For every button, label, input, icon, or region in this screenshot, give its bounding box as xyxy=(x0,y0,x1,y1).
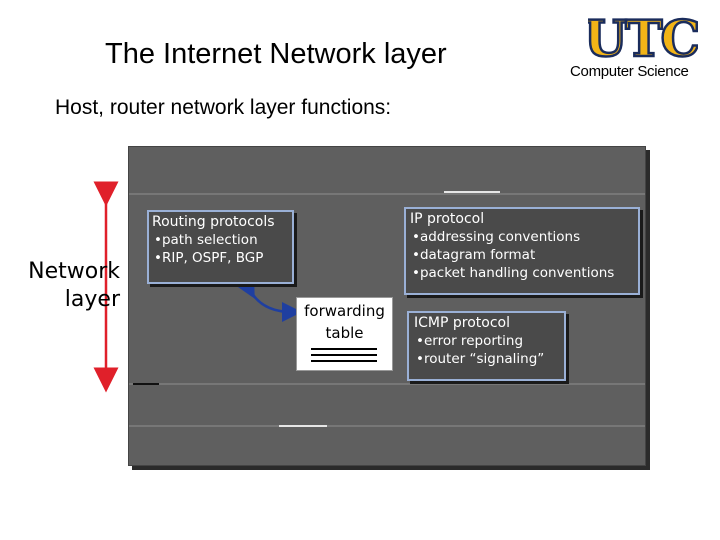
network-layer-label-line1: Network xyxy=(28,259,120,284)
icmp-item: •router “signaling” xyxy=(416,351,545,367)
forwarding-table: forwarding table xyxy=(296,297,393,371)
icmp-protocol-box: ICMP protocol •error reporting •router “… xyxy=(407,311,566,381)
table-rule xyxy=(311,354,377,356)
icmp-item: •error reporting xyxy=(416,333,524,349)
forwarding-table-line1: forwarding xyxy=(304,302,385,320)
routing-item: •path selection xyxy=(154,232,258,248)
layer-divider xyxy=(444,191,500,193)
table-rule xyxy=(311,348,377,350)
network-layer-label-line2: layer xyxy=(64,287,120,312)
routing-protocols-heading: Routing protocols xyxy=(152,214,275,230)
layer-divider xyxy=(129,425,645,427)
routing-to-table-arrow xyxy=(236,276,302,322)
layer-divider xyxy=(133,383,159,385)
ip-item: •addressing conventions xyxy=(412,229,581,245)
ip-protocol-box: IP protocol •addressing conventions •dat… xyxy=(404,207,640,295)
utc-logo: UTC xyxy=(588,10,698,68)
layer-divider xyxy=(279,425,327,427)
table-rule xyxy=(311,360,377,362)
ip-protocol-heading: IP protocol xyxy=(410,211,485,227)
utc-logo-text: UTC xyxy=(588,10,698,68)
ip-item: •packet handling conventions xyxy=(412,265,615,281)
network-layer-label: Network layer xyxy=(20,258,120,314)
forwarding-table-line2: table xyxy=(325,324,364,342)
icmp-protocol-heading: ICMP protocol xyxy=(414,315,510,331)
layer-divider xyxy=(129,383,645,385)
slide-subtitle: Host, router network layer functions: xyxy=(55,96,392,119)
ip-item: •datagram format xyxy=(412,247,536,263)
slide-title: The Internet Network layer xyxy=(105,38,447,70)
routing-item: •RIP, OSPF, BGP xyxy=(154,250,264,266)
layer-divider xyxy=(129,193,645,195)
routing-protocols-box: Routing protocols •path selection •RIP, … xyxy=(147,210,294,284)
logo-subtitle: Computer Science xyxy=(570,63,689,80)
